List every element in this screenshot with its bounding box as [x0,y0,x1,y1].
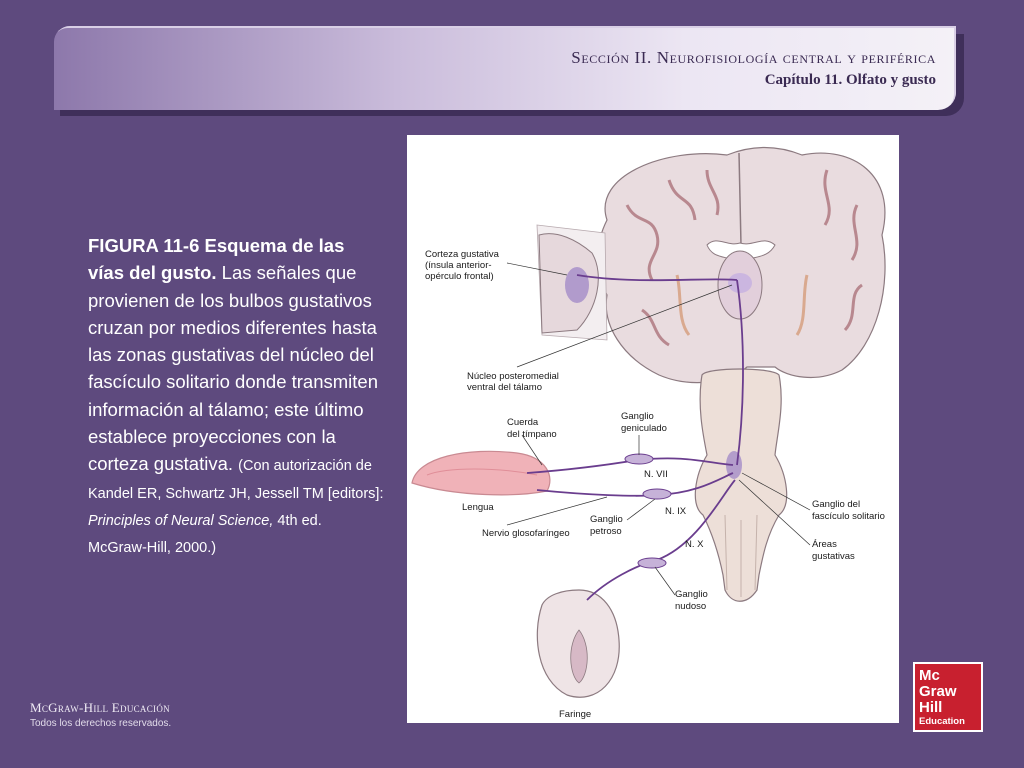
header-banner: Sección II. Neurofisiología central y pe… [54,26,956,110]
brainstem [695,369,786,601]
caption-body: Las señales que provienen de los bulbos … [88,262,378,474]
label-chorda-2: del tímpano [507,429,557,440]
label-n10: N. X [685,539,704,550]
label-cortex-1: Corteza gustativa [425,249,500,260]
label-geniculate-2: geniculado [621,423,667,434]
nodose-ganglion [638,558,666,568]
label-petrosal-1: Ganglio [590,514,623,525]
label-petrosal-2: petroso [590,526,622,537]
label-pharynx: Faringe [559,709,591,720]
label-areas-2: gustativas [812,551,855,562]
label-n9: N. IX [665,506,687,517]
logo-line-3: Hill [919,700,942,715]
label-cortex-2: (ínsula anterior- [425,260,492,271]
credit-book: Principles of Neural Science, [88,513,273,529]
label-solitary-2: fascículo solitario [812,511,885,522]
label-n7: N. VII [644,469,668,480]
label-chorda-1: Cuerda [507,417,539,428]
logo-line-4: Education [919,717,965,727]
pharynx [537,590,619,697]
logo-line-2: Graw [919,684,957,699]
section-title: Sección II. Neurofisiología central y pe… [571,48,936,68]
insula-inset [537,225,607,340]
label-areas-1: Áreas [812,539,837,550]
label-nodose-2: nudoso [675,601,706,612]
footer-brand: McGraw-Hill Educación [30,700,170,716]
label-glossopharyngeal: Nervio glosofaríngeo [482,528,570,539]
label-nodose-1: Ganglio [675,589,708,600]
caption-text: FIGURA 11-6 Esquema de las vías del gust… [88,232,384,560]
leader-nodose [655,567,675,595]
label-geniculate-1: Ganglio [621,411,654,422]
label-thalamus-1: Núcleo posteromedial [467,371,559,382]
label-solitary-1: Ganglio del [812,499,860,510]
anatomy-illustration: Corteza gustativa (ínsula anterior- opér… [407,135,899,723]
label-thalamus-2: ventral del tálamo [467,382,542,393]
brain-coronal-section [598,148,886,383]
label-tongue: Lengua [462,502,494,513]
chapter-title: Capítulo 11. Olfato y gusto [765,72,936,89]
gustatory-cortex-area [565,267,589,303]
thalamus-nucleus-highlight [728,273,752,293]
leader-petrosal [627,499,655,520]
mcgraw-hill-education-logo: Mc Graw Hill Education [915,664,981,730]
gustatory-pathway-figure: Corteza gustativa (ínsula anterior- opér… [407,135,899,723]
footer-rights: Todos los derechos reservados. [30,718,171,729]
label-cortex-3: opérculo frontal) [425,271,494,282]
logo-line-1: Mc [919,668,940,683]
geniculate-ganglion [625,454,653,464]
petrosal-ganglion [643,489,671,499]
figure-caption: FIGURA 11-6 Esquema de las vías del gust… [88,232,384,560]
